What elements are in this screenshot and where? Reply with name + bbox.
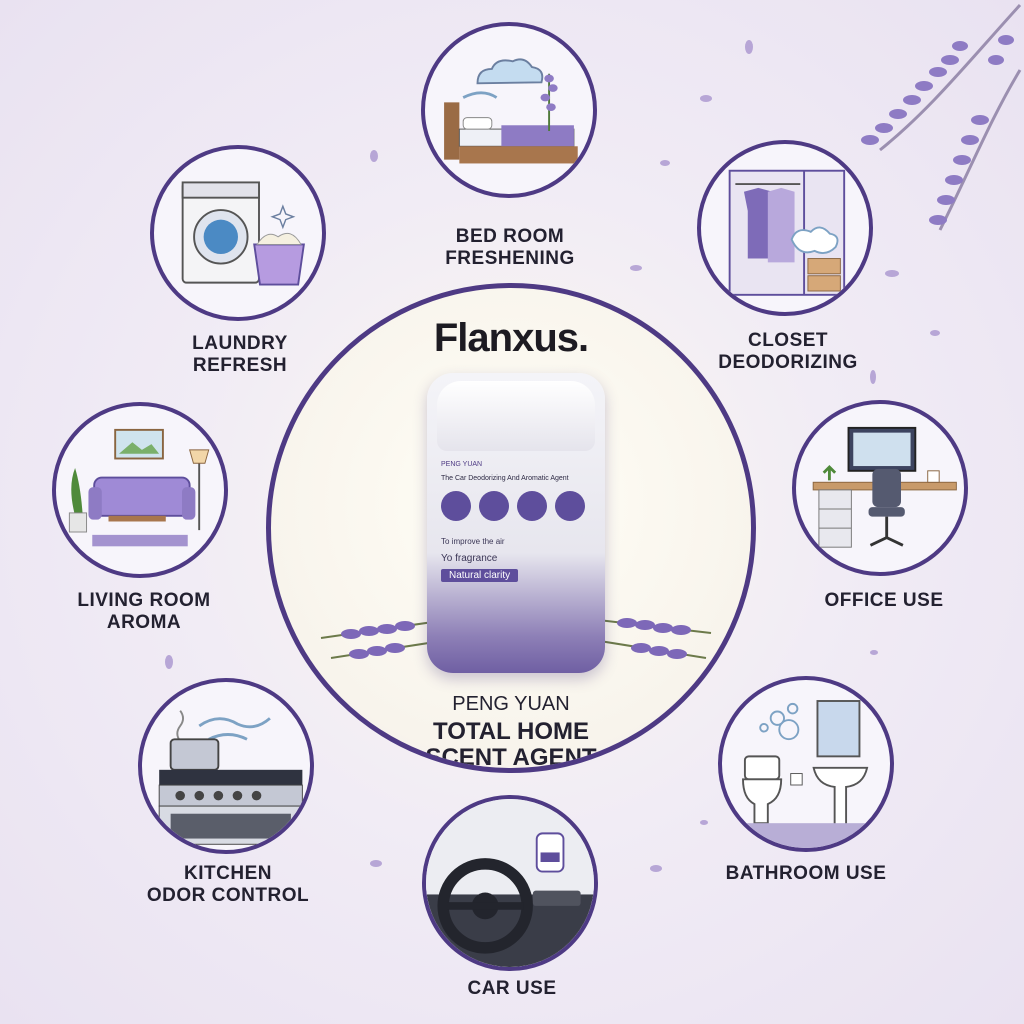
petal bbox=[870, 650, 878, 655]
bathroom-label: BATHROOM USE bbox=[725, 863, 887, 884]
office-label: OFFICE USE bbox=[824, 590, 944, 611]
laundry-use-circle bbox=[150, 145, 326, 321]
car-use-circle bbox=[422, 795, 598, 971]
desk-icon bbox=[812, 426, 957, 548]
product-package: PENG YUAN The Car Deodorizing And Aromat… bbox=[427, 373, 605, 673]
petal bbox=[870, 370, 876, 384]
petal bbox=[630, 265, 642, 271]
package-icons bbox=[441, 491, 585, 521]
petal bbox=[700, 95, 712, 102]
steering-wheel-icon bbox=[426, 799, 594, 967]
petal bbox=[370, 150, 378, 162]
bathroom-use-circle bbox=[718, 676, 894, 852]
bed-icon bbox=[444, 58, 578, 164]
package-lid bbox=[437, 381, 595, 451]
petal bbox=[885, 270, 899, 277]
product-hero: Flanxus. PENG YUAN The Car Deodorizing A… bbox=[266, 283, 756, 773]
living-room-use-circle bbox=[52, 402, 228, 578]
petal bbox=[165, 655, 173, 669]
washing-machine-icon bbox=[181, 181, 305, 286]
petal bbox=[700, 820, 708, 825]
car-label: CAR USE bbox=[467, 978, 557, 999]
lavender-sprig-icon bbox=[861, 3, 1022, 231]
wardrobe-icon bbox=[728, 169, 846, 296]
product-name-line3: SCENT AGENT bbox=[425, 744, 597, 771]
petal bbox=[745, 40, 753, 54]
package-natural: Natural clarity bbox=[441, 569, 519, 582]
product-name-line1: PENG YUAN bbox=[452, 693, 570, 715]
package-improve: To improve the air bbox=[441, 537, 505, 546]
package-subtitle: The Car Deodorizing And Aromatic Agent bbox=[441, 475, 569, 482]
petal bbox=[650, 865, 662, 872]
product-name-line2: TOTAL HOME bbox=[433, 718, 589, 745]
petal bbox=[370, 860, 382, 867]
package-fragrance: Yo fragrance bbox=[441, 553, 498, 564]
petal bbox=[930, 330, 940, 336]
closet-use-circle bbox=[697, 140, 873, 316]
petal bbox=[660, 160, 670, 166]
package-brand: PENG YUAN bbox=[441, 461, 483, 468]
brand-logo: Flanxus. bbox=[433, 316, 589, 360]
bedroom-use-circle bbox=[421, 22, 597, 198]
office-use-circle bbox=[792, 400, 968, 576]
sofa-icon bbox=[68, 428, 210, 547]
